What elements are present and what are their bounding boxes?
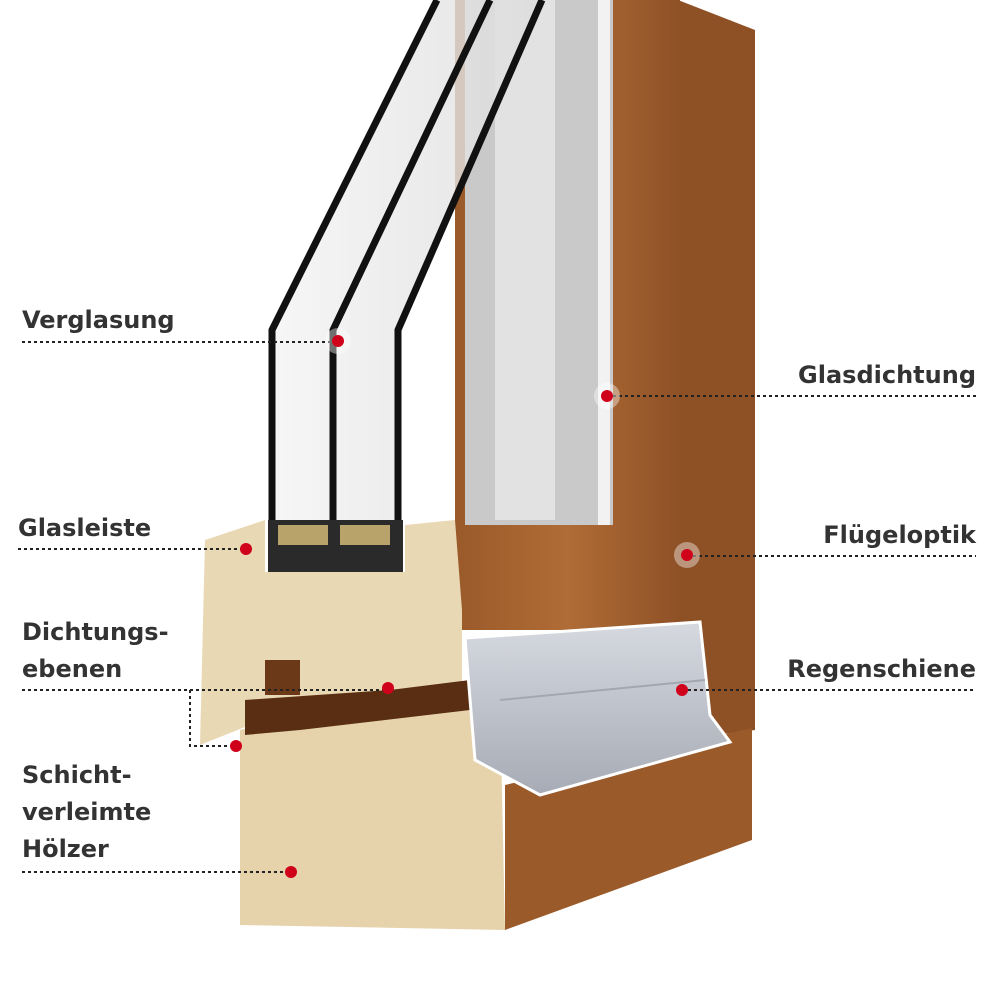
glass-pane <box>270 0 545 560</box>
label-verglasung: Verglasung <box>22 306 175 334</box>
leader-lines <box>18 341 976 873</box>
label-fluegeloptik: Flügeloptik <box>823 521 976 549</box>
label-glasdichtung: Glasdichtung <box>798 361 976 389</box>
label-glasleiste: Glasleiste <box>18 514 152 542</box>
rain-rail <box>463 620 733 797</box>
label-dichtungsebenen: Dichtungs- ebenen <box>22 614 169 688</box>
label-schichtverleimte-hoelzer: Schicht- verleimte Hölzer <box>22 757 151 868</box>
label-line: ebenen <box>22 655 123 683</box>
glass-pane-edges <box>268 0 546 560</box>
frame-cross-section <box>240 700 505 930</box>
label-line: Hölzer <box>22 835 109 863</box>
label-line: Schicht- <box>22 761 132 789</box>
marker-dots <box>230 328 700 878</box>
label-line: verleimte <box>22 798 152 826</box>
seal-channel <box>245 680 470 735</box>
label-regenschiene: Regenschiene <box>787 655 976 683</box>
label-line: Dichtungs- <box>22 618 169 646</box>
